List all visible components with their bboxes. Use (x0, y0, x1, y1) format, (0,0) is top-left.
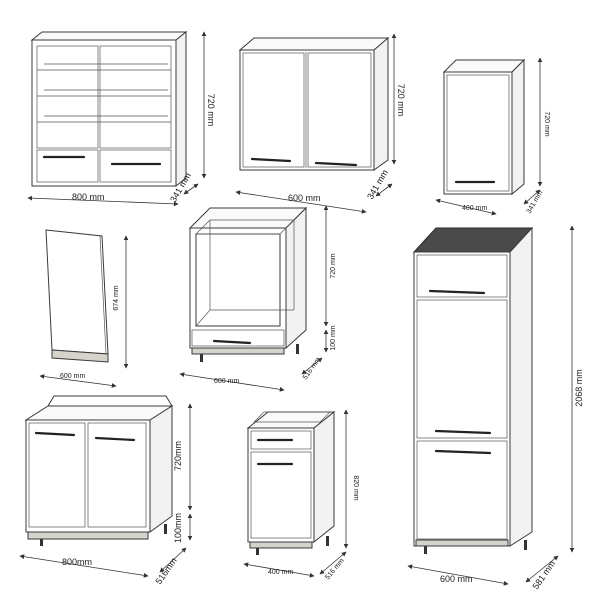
side-panel-dimensions: 674 mm 600 mm (39, 235, 129, 388)
oven-unit (188, 206, 308, 362)
side-panel-width-label: 600 mm (60, 373, 85, 380)
small-unit-height-label: 720 mm (543, 111, 550, 136)
small-unit-depth-label: 341 mm (526, 189, 545, 215)
drawer-unit (246, 410, 336, 555)
sink-unit-height-label: 720mm (173, 441, 183, 471)
tall-unit-width-label: 600 mm (440, 574, 473, 584)
sink-unit-width-label: 800mm (62, 557, 92, 567)
glass-unit-width-label: 800 mm (72, 192, 105, 202)
side-panel-height-label: 674 mm (113, 285, 120, 310)
wall-unit-height-label: 720 mm (396, 84, 406, 117)
sink-unit (24, 395, 174, 546)
glass-wall-unit (30, 30, 188, 188)
wall-unit-depth-label: 341 mm (365, 168, 390, 201)
sink-unit-depth-label: 516mm (153, 556, 178, 586)
oven-unit-height-label: 720 mm (330, 253, 337, 278)
wall-unit-400 (442, 58, 526, 196)
side-panel (45, 229, 109, 363)
drawer-unit-height-label: 820 mm (352, 475, 359, 500)
wall-unit-800 (238, 36, 390, 171)
small-unit-width-label: 400 mm (462, 205, 487, 212)
drawer-unit-width-label: 400 mm (268, 569, 293, 576)
sink-unit-plinth-label: 100mm (173, 513, 183, 543)
oven-unit-plinth-label: 100 mm (330, 325, 337, 350)
glass-unit-height-label: 720 mm (206, 94, 216, 127)
oven-unit-width-label: 600 mm (214, 378, 239, 385)
tall-unit-height-label: 2068 mm (574, 369, 584, 407)
tall-unit (412, 226, 534, 554)
oven-unit-depth-label: 516 mm (302, 356, 322, 381)
wall-unit-width-label: 600 mm (288, 193, 321, 203)
